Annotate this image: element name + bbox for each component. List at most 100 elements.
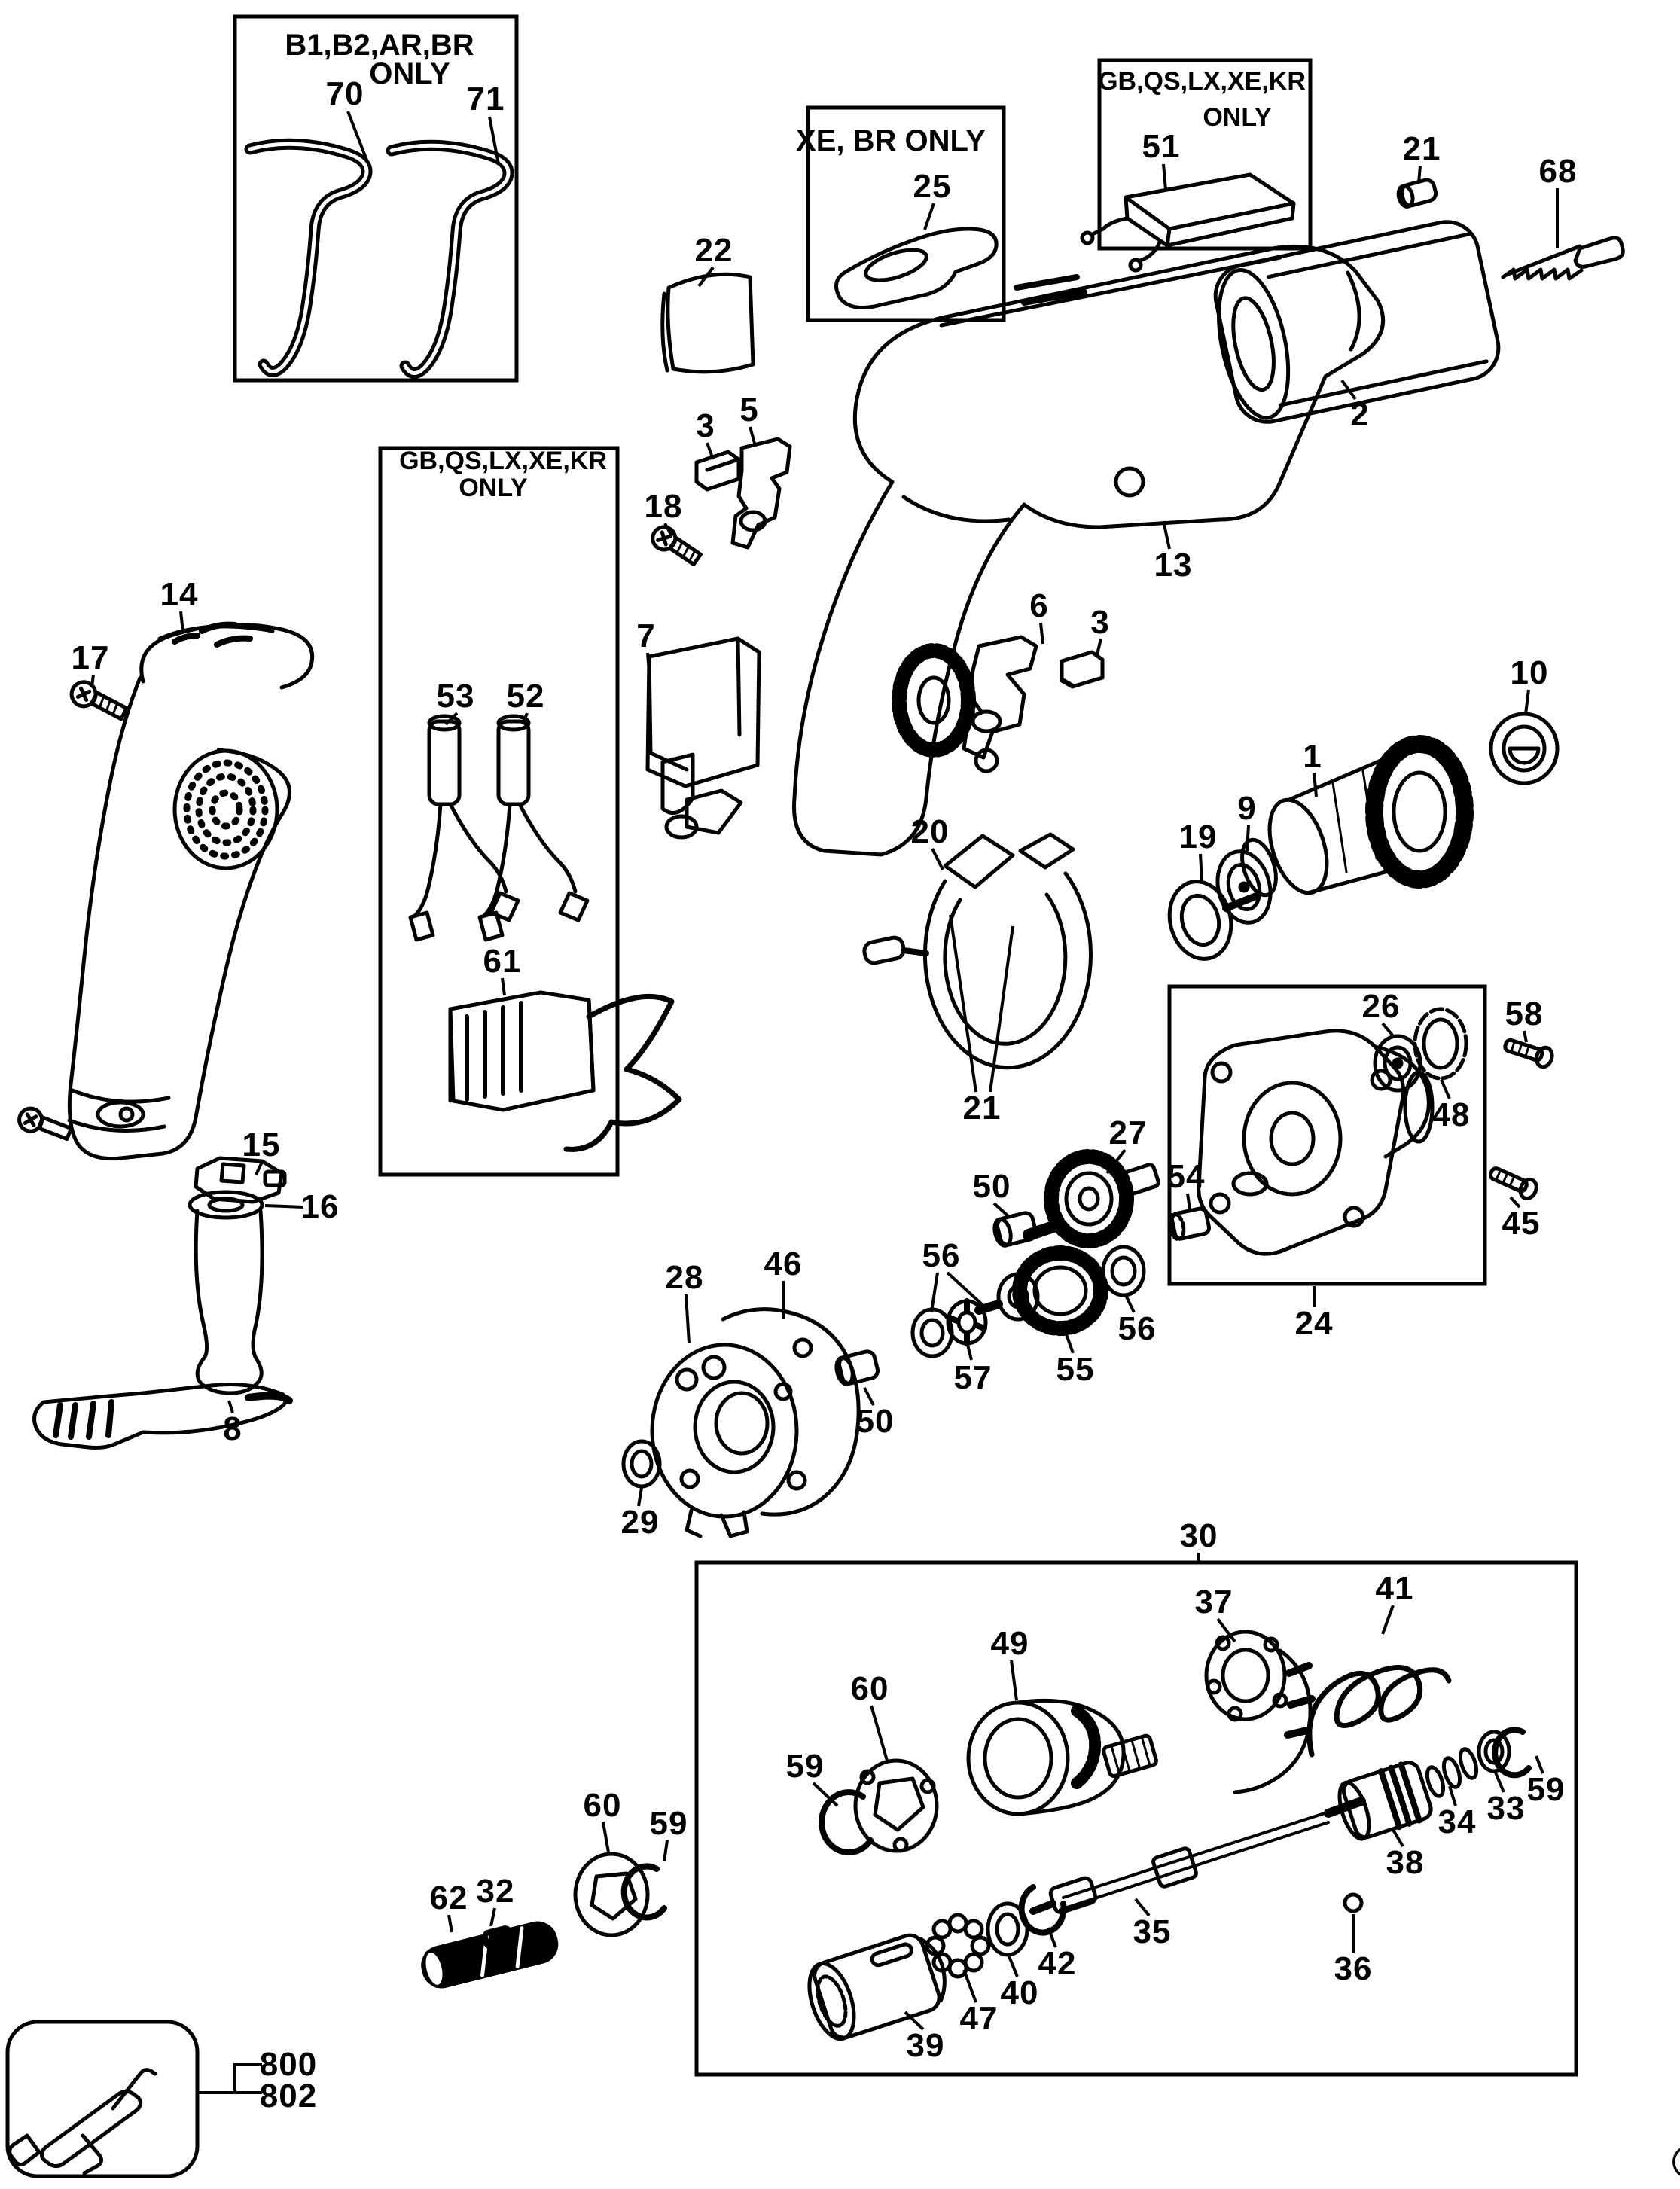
- part-13-housing: [792, 244, 1386, 857]
- part-label-71: 71: [466, 81, 505, 117]
- leader-line-30: [992, 1202, 1011, 1218]
- leader-line-29: [1105, 1148, 1127, 1175]
- part-25-cover: [834, 227, 999, 309]
- part-8-cord-guard: [32, 1383, 293, 1450]
- part-3-brush-right: [1060, 650, 1105, 689]
- part-label-40: 40: [1000, 1974, 1039, 2011]
- leader-line-68: [501, 977, 506, 996]
- part-label-54: 54: [1166, 1158, 1206, 1195]
- leader-line-31: [930, 1272, 939, 1312]
- part-label-33: 33: [1486, 1790, 1526, 1827]
- leader-line-17: [1524, 689, 1530, 715]
- part-60-cam-inner: [853, 1758, 939, 1853]
- part-label-53: 53: [436, 678, 475, 715]
- part-48-wave-washer: [1413, 1007, 1468, 1081]
- part-21-pin: [1396, 178, 1438, 209]
- part-label-29: 29: [620, 1504, 660, 1541]
- part-59-retaining-ring-right: [1492, 1727, 1532, 1779]
- leader-line-13: [1039, 622, 1044, 645]
- part-label-802: 802: [259, 2078, 318, 2114]
- part-label-14: 14: [160, 576, 199, 613]
- part-label-70: 70: [325, 75, 364, 112]
- leader-line-52: [1535, 1755, 1544, 1774]
- part-label-35: 35: [1133, 1913, 1172, 1950]
- part-24-gearcase: [1197, 1029, 1435, 1256]
- part-56-washer-right: [1101, 1245, 1146, 1297]
- leader-line-27: [1509, 1196, 1521, 1209]
- leader-line-7: [1340, 379, 1357, 401]
- part-label-37: 37: [1194, 1584, 1233, 1620]
- leader-line-49: [812, 1782, 839, 1807]
- leader-line-62: [447, 1914, 453, 1933]
- part-label-5: 5: [739, 392, 759, 428]
- leader-line-37: [685, 1294, 691, 1344]
- part-label-61: 61: [483, 943, 522, 980]
- leader-line-56: [1047, 1927, 1057, 1948]
- part-20-brush-ring: [862, 832, 1093, 1070]
- part-label-59: 59: [785, 1748, 825, 1785]
- part-57-special-washer: [946, 1298, 988, 1346]
- variant-box-gb-qs-lx-xe-kr-top-title-0: GB,QS,LX,XE,KR: [1098, 67, 1306, 96]
- part-label-38: 38: [1386, 1844, 1425, 1881]
- part-label-24: 24: [1294, 1305, 1334, 1342]
- part-15-clamp: [194, 1156, 287, 1204]
- leader-line-16: [90, 674, 95, 687]
- part-6-brush-holder: [962, 635, 1038, 760]
- leader-line-10: [663, 523, 673, 537]
- part-label-68: 68: [1538, 153, 1578, 190]
- leader-line-50: [1448, 1785, 1457, 1806]
- part-label-800: 800: [259, 2046, 318, 2083]
- part-71-cord: [386, 139, 514, 379]
- variant-box-gb-qs-lx-xe-kr-mid-title-1: ONLY: [459, 474, 528, 502]
- leader-line-66: [444, 712, 459, 726]
- part-label-20: 20: [910, 813, 950, 850]
- leader-line-58: [962, 1969, 977, 2003]
- part-label-52: 52: [506, 678, 545, 715]
- leader-line-26: [1523, 1030, 1528, 1043]
- part-label-51: 51: [1142, 128, 1181, 165]
- part-label-59: 59: [1526, 1771, 1566, 1808]
- leader-line-53: [1392, 1828, 1404, 1848]
- part-38-clutch-sleeve: [1337, 1761, 1433, 1841]
- part-label-19: 19: [1178, 819, 1218, 855]
- leader-line-60: [602, 1822, 610, 1853]
- leader-line-3: [923, 203, 935, 230]
- leader-line-4: [1162, 163, 1167, 191]
- variant-box-b1-b2-ar-br: [233, 14, 519, 383]
- part-label-6: 6: [1029, 587, 1049, 624]
- leader-line-5: [1417, 165, 1422, 184]
- part-32-pin: [482, 1925, 514, 1950]
- part-50-pin-lower: [834, 1349, 880, 1386]
- part-label-39: 39: [906, 2027, 945, 2064]
- part-49-clutch-cup: [966, 1698, 1158, 1816]
- part-label-21: 21: [962, 1090, 1002, 1127]
- leader-line-24: [1381, 1022, 1396, 1039]
- part-label-21: 21: [1402, 130, 1441, 167]
- variant-box-gb-qs-lx-xe-kr-top-title-1: ONLY: [1203, 103, 1272, 132]
- part-35-spindle: [1029, 1797, 1366, 1915]
- leader-line-39: [637, 1487, 643, 1507]
- part-label-55: 55: [1056, 1351, 1095, 1388]
- part-39-nose-sleeve: [807, 1933, 947, 2041]
- part-34-wave-springs: [1425, 1747, 1479, 1798]
- footer-variant-box: [5, 2020, 200, 2178]
- leader-line-0: [346, 111, 369, 163]
- part-label-56: 56: [922, 1237, 961, 1274]
- part-label-46: 46: [764, 1245, 803, 1282]
- part-14-handle: [67, 621, 315, 1161]
- part-label-3: 3: [696, 407, 715, 444]
- part-label-28: 28: [665, 1259, 704, 1296]
- leader-line-14: [1095, 638, 1102, 658]
- variant-box-xe-br-title-0: XE, BR ONLY: [796, 124, 986, 157]
- part-53-brush: [408, 714, 520, 942]
- part-label-41: 41: [1375, 1570, 1414, 1607]
- variant-box-xe-br: [806, 105, 1006, 322]
- part-22-nameplate: [660, 272, 755, 374]
- part-label-49: 49: [990, 1625, 1029, 1662]
- part-label-59: 59: [649, 1805, 688, 1842]
- part-label-62: 62: [429, 1880, 468, 1916]
- leader-line-51: [1494, 1772, 1505, 1793]
- leader-line-18: [1313, 773, 1318, 797]
- variant-box-b1-b2-ar-br-title-0: B1,B2,AR,BR: [285, 29, 474, 62]
- part-label-27: 27: [1108, 1114, 1148, 1151]
